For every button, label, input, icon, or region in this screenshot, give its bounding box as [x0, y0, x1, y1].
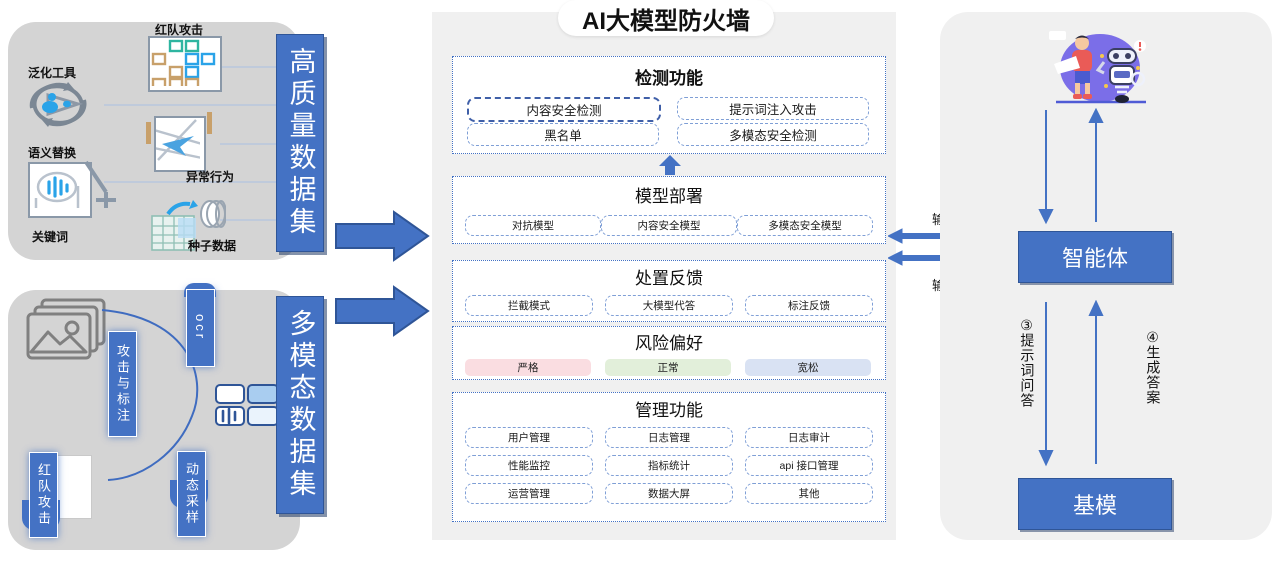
keyword-handle-icon — [82, 158, 116, 220]
disposal-item-llm-answer[interactable]: 大模型代答 — [605, 295, 733, 316]
base-model-vertical-arrows — [1038, 300, 1104, 467]
detection-item-blacklist[interactable]: 黑名单 — [467, 123, 659, 146]
management-item-metrics[interactable]: 指标统计 — [605, 455, 733, 476]
detection-item-multimodal-safety[interactable]: 多模态安全检测 — [677, 123, 869, 146]
detection-section: 检测功能 内容安全检测 提示词注入攻击 黑名单 多模态安全检测 — [452, 56, 886, 154]
management-item-log-audit[interactable]: 日志审计 — [745, 427, 873, 448]
management-title: 管理功能 — [635, 401, 703, 420]
management-section: 管理功能 用户管理 日志管理 日志审计 性能监控 指标统计 api 接口管理 运… — [452, 392, 886, 522]
agent-vertical-arrows — [1038, 108, 1104, 225]
keyword-icon — [28, 162, 92, 218]
disposal-item-block-mode[interactable]: 拦截模式 — [465, 295, 593, 316]
red-team-attack-doc-icon — [56, 455, 92, 519]
detection-item-content-safety[interactable]: 内容安全检测 — [467, 97, 661, 122]
deployment-section: 模型部署 对抗模型 内容安全模型 多模态安全模型 — [452, 176, 886, 244]
management-item-dashboard[interactable]: 数据大屏 — [605, 483, 733, 504]
risk-tag-normal[interactable]: 正常 — [605, 359, 731, 376]
detection-item-prompt-injection[interactable]: 提示词注入攻击 — [677, 97, 869, 120]
generalization-tool-icon — [18, 78, 98, 130]
risk-title: 风险偏好 — [635, 334, 703, 353]
abnormal-behavior-tick-right — [207, 112, 212, 134]
red-team-attack-icon — [148, 36, 222, 92]
abnormal-behavior-icon — [154, 116, 206, 172]
flow-4-text-value: 生成答案 — [1145, 344, 1162, 405]
base-model-box[interactable]: 基模 — [1018, 478, 1172, 530]
agent-illustration-icon — [1042, 24, 1154, 106]
disposal-title: 处置反馈 — [635, 269, 703, 288]
attack-and-label-chip[interactable]: 攻击与标注 — [108, 331, 137, 437]
multimodal-dataset-banner: 多模态数据集 — [276, 296, 324, 514]
deployment-item-content-safety-model[interactable]: 内容安全模型 — [601, 215, 737, 236]
image-stack-icon — [24, 296, 110, 368]
risk-tag-strict[interactable]: 严格 — [465, 359, 591, 376]
management-item-operation[interactable]: 运营管理 — [465, 483, 593, 504]
dynamic-sampling-chip-text: 动态采样 — [184, 462, 199, 526]
agent-box[interactable]: 智能体 — [1018, 231, 1172, 283]
ocr-chip-text: ocr — [193, 314, 208, 342]
arrow-dataset-to-firewall-bottom — [334, 285, 430, 337]
dynamic-sampling-chip[interactable]: 动态采样 — [177, 451, 206, 537]
multimodal-dataset-banner-text: 多模态数据集 — [285, 309, 316, 501]
flow-4-label: ④ 生成答案 — [1142, 330, 1164, 407]
flow-4-number: ④ — [1146, 329, 1160, 345]
keyword-label: 关键词 — [32, 230, 69, 244]
management-item-user[interactable]: 用户管理 — [465, 427, 593, 448]
deployment-item-multimodal-safety-model[interactable]: 多模态安全模型 — [737, 215, 873, 236]
management-item-performance[interactable]: 性能监控 — [465, 455, 593, 476]
semantic-replace-label: 语义替换 — [28, 146, 77, 160]
flow-3-text-value: 提示词问答 — [1019, 332, 1036, 408]
arrow-dataset-to-firewall-top — [334, 210, 430, 262]
disposal-item-label-feedback[interactable]: 标注反馈 — [745, 295, 873, 316]
abnormal-behavior-label: 异常行为 — [186, 170, 235, 184]
disposal-section: 处置反馈 拦截模式 大模型代答 标注反馈 — [452, 260, 886, 322]
seed-data-icon — [150, 200, 226, 252]
left-top-connectors — [104, 66, 280, 221]
risk-tag-loose[interactable]: 宽松 — [745, 359, 871, 376]
flow-3-label: ③ 提示词问答 — [1016, 318, 1038, 410]
flow-3-number: ③ — [1020, 317, 1034, 333]
red-team-attack-chip-text: 红队攻击 — [36, 463, 51, 527]
deployment-item-adversarial-model[interactable]: 对抗模型 — [465, 215, 601, 236]
risk-section: 风险偏好 严格 正常 宽松 — [452, 326, 886, 380]
high-quality-dataset-banner: 高质量数据集 — [276, 34, 324, 252]
attack-and-label-chip-text: 攻击与标注 — [115, 344, 130, 424]
ocr-chip[interactable]: ocr — [186, 289, 215, 367]
multimodal-module-icon — [212, 383, 284, 431]
detection-title: 检测功能 — [635, 69, 703, 88]
flow-4-text: 生成答案 — [1142, 345, 1164, 408]
flow-3-text: 提示词问答 — [1016, 333, 1038, 411]
seed-data-label: 种子数据 — [188, 239, 237, 253]
red-team-attack-chip[interactable]: 红队攻击 — [29, 452, 58, 538]
abnormal-behavior-tick-left — [146, 122, 151, 144]
management-item-log[interactable]: 日志管理 — [605, 427, 733, 448]
arrow-deployment-to-detection — [658, 154, 682, 176]
red-team-attack-label: 红队攻击 — [155, 23, 204, 37]
high-quality-dataset-banner-text: 高质量数据集 — [285, 47, 316, 239]
management-item-other[interactable]: 其他 — [745, 483, 873, 504]
management-item-api[interactable]: api 接口管理 — [745, 455, 873, 476]
generalization-tool-label: 泛化工具 — [28, 66, 77, 80]
page-title: AI大模型防火墙 — [558, 0, 774, 36]
multimodal-curve-connector — [101, 309, 199, 481]
deployment-title: 模型部署 — [635, 187, 703, 206]
